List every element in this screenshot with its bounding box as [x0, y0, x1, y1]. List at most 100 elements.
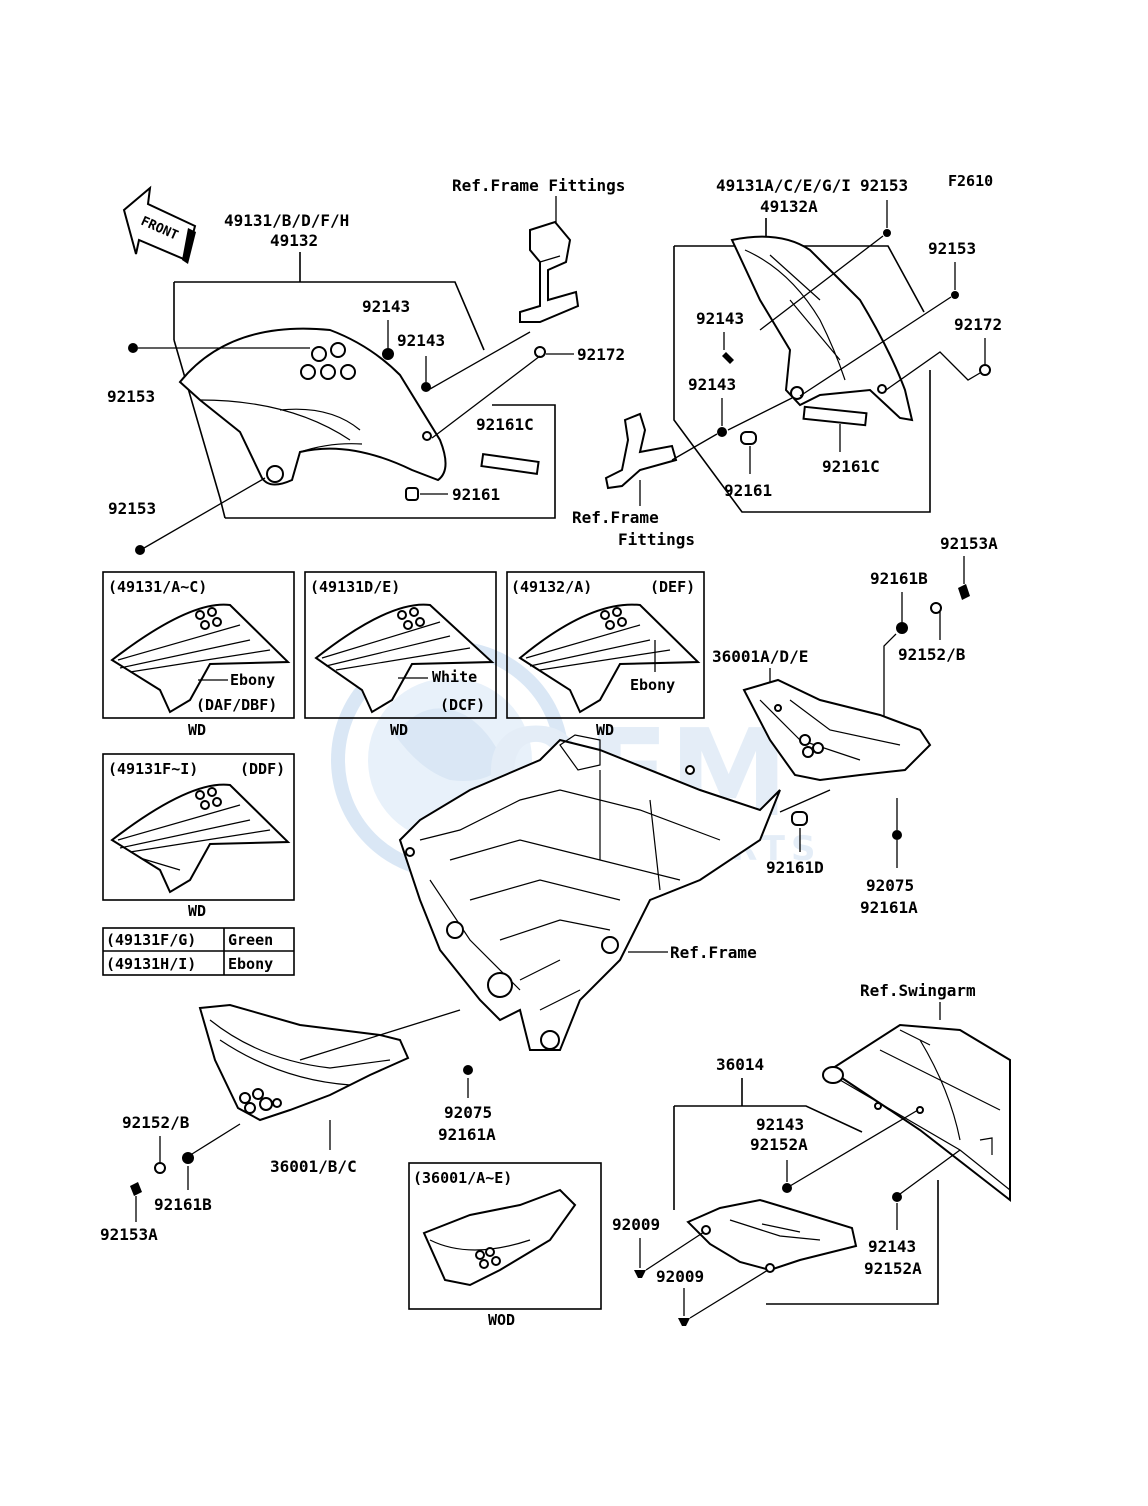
label-92161c-b: 92161C [822, 457, 880, 476]
chain-guard-part [686, 1198, 858, 1272]
frame-fittings-top: Ref.Frame Fittings [452, 176, 625, 323]
grommet-92143-c-icon [722, 352, 734, 364]
bolt-92153-icon [135, 545, 145, 555]
pad-92161c-b [802, 405, 868, 427]
color-table: (49131F/G) Green (49131H/I) Ebony [102, 927, 295, 976]
variant-1-code: (DAF/DBF) [196, 696, 277, 714]
color-table-part-2: (49131H/I) [106, 955, 196, 973]
variant-box-5: (36001/A~E) WOD [408, 1162, 602, 1329]
variant-box-1: (49131/A~C) Ebony (DAF/DBF) WD [102, 571, 295, 739]
bolt-92153a-a-icon [958, 584, 970, 600]
label-92143-b: 92143 [397, 331, 445, 350]
front-arrow-icon: FRONT [122, 185, 197, 264]
left-side-cover-part [198, 1003, 410, 1122]
label-92153-d: 92153 [928, 239, 976, 258]
label-92143-f: 92143 [868, 1237, 916, 1256]
variant-box-4: (49131F~I) (DDF) WD [102, 753, 295, 920]
right-side-cover-part [742, 678, 932, 782]
variant-5-footer: WOD [488, 1311, 515, 1329]
right-shroud-group: 49131A/C/E/G/I 49132A 92153 92153 92172 … [671, 176, 1002, 513]
variant-3-color: Ebony [630, 676, 675, 694]
bolt-92153a-b-icon [130, 1182, 142, 1196]
label-92143-a: 92143 [362, 297, 410, 316]
label-ref-frame-fittings-mid-2: Fittings [618, 530, 695, 549]
label-92161b-a: 92161B [870, 569, 928, 588]
label-92143-c: 92143 [696, 309, 744, 328]
label-cover-left: 36001/B/C [270, 1157, 357, 1176]
variant-4-footer: WD [188, 902, 206, 920]
label-shroud-right-2: 49132A [760, 197, 818, 216]
nut-92161b-a-icon [896, 622, 908, 634]
left-shroud-part [178, 327, 447, 486]
nut-92172-b-icon [979, 364, 991, 376]
variant-2-title: (49131D/E) [310, 578, 400, 596]
washer-92152b-a-icon [930, 602, 942, 614]
right-shroud-part [730, 235, 914, 422]
grommet-92143-icon [382, 348, 394, 360]
nut-92153-icon [128, 343, 138, 353]
figure-id: F2610 [948, 172, 993, 190]
label-92152b-b: 92152/B [122, 1113, 190, 1132]
chain-guard-group: 36014 92143 92152A 92143 92152A 92009 92… [612, 1055, 961, 1326]
variant-1-footer: WD [188, 721, 206, 739]
pad-92161c-a [480, 453, 540, 475]
bolt-92153-c-icon [883, 229, 891, 237]
label-92161a-a: 92161A [860, 898, 918, 917]
label-ref-swingarm: Ref.Swingarm [860, 981, 976, 1000]
variant-4-note: (DDF) [240, 760, 285, 778]
label-92143-d: 92143 [688, 375, 736, 394]
right-cover-group: 92153A 92161B 92152/B 36001A/D/E 92161D … [712, 534, 998, 917]
variant-3-title: (49132/A) [511, 578, 592, 596]
label-92161c-a: 92161C [476, 415, 534, 434]
label-92152a-b: 92152A [864, 1259, 922, 1278]
label-ref-frame-fittings-mid-1: Ref.Frame [572, 508, 659, 527]
variant-4-title: (49131F~I) [108, 760, 198, 778]
label-92075-a: 92075 [866, 876, 914, 895]
color-table-part-1: (49131F/G) [106, 931, 196, 949]
label-92152b-a: 92152/B [898, 645, 966, 664]
label-92143-e: 92143 [756, 1115, 804, 1134]
label-cover-right: 36001A/D/E [712, 647, 808, 666]
label-92152a-a: 92152A [750, 1135, 808, 1154]
frame-assembly: Ref.Frame [398, 734, 781, 1051]
nut-92172-icon [534, 346, 546, 358]
nut-92075-a-icon [892, 830, 902, 840]
washer-92152b-b-icon [154, 1162, 166, 1174]
screw-92009-a-icon [634, 1270, 646, 1278]
label-92009-a: 92009 [612, 1215, 660, 1234]
swingarm-group: Ref.Swingarm [822, 981, 1011, 1203]
screw-92009-b-icon [678, 1318, 690, 1326]
variant-2-footer: WD [390, 721, 408, 739]
label-92172-b: 92172 [954, 315, 1002, 334]
label-ref-frame: Ref.Frame [670, 943, 757, 962]
label-92172-a: 92172 [577, 345, 625, 364]
variant-box-3: (49132/A) (DEF) Ebony WD [506, 571, 705, 739]
label-92153a-a: 92153A [940, 534, 998, 553]
left-cover-group: 36001/B/C 92075 92161A 92152/B 92161B 92… [100, 1003, 496, 1244]
variant-2-color: White [432, 668, 477, 686]
label-ref-frame-fittings-top: Ref.Frame Fittings [452, 176, 625, 195]
color-table-color-2: Ebony [228, 955, 273, 973]
damper-92161d [791, 811, 808, 826]
label-92161-a: 92161 [452, 485, 500, 504]
label-shroud-right-1: 49131A/C/E/G/I [716, 176, 851, 195]
nut-92161b-b-icon [182, 1152, 194, 1164]
label-92009-b: 92009 [656, 1267, 704, 1286]
label-guard: 36014 [716, 1055, 764, 1074]
label-92153-a: 92153 [107, 387, 155, 406]
variant-3-note: (DEF) [650, 578, 695, 596]
label-92161-b: 92161 [724, 481, 772, 500]
variant-1-title: (49131/A~C) [108, 578, 207, 596]
label-92153-c: 92153 [860, 176, 908, 195]
label-92161d: 92161D [766, 858, 824, 877]
label-92161a-b: 92161A [438, 1125, 496, 1144]
nut-92075-b-icon [463, 1065, 473, 1075]
variant-5-title: (36001/A~E) [413, 1169, 512, 1187]
grommet-92143-e-icon [782, 1183, 792, 1193]
damper-92161-b [740, 431, 757, 445]
frame-fittings-mid: Ref.Frame Fittings [572, 412, 695, 549]
variant-box-2: (49131D/E) White (DCF) WD [304, 571, 497, 739]
grommet-92143-d-icon [717, 427, 727, 437]
